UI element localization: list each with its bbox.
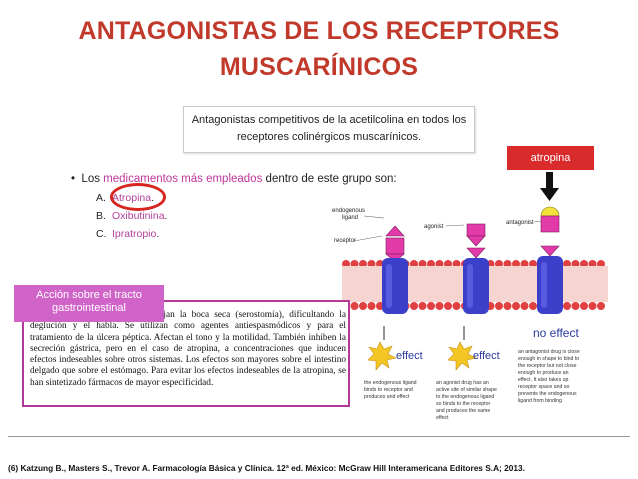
- svg-text:produces and effect: produces and effect: [364, 394, 410, 400]
- lipid-head: [520, 302, 529, 310]
- lipid-head: [529, 302, 537, 310]
- svg-text:so binds to the receptor: so binds to the receptor: [436, 401, 490, 407]
- definition-box: Antagonistas competitivos de la acetilco…: [183, 106, 475, 153]
- caption-1: the endogenous ligand binds to receptor …: [364, 380, 417, 400]
- endogenous-ligand-icon: [385, 225, 405, 237]
- lipid-head: [503, 302, 512, 310]
- atropina-label: atropina: [507, 146, 594, 170]
- page-title-line2: MUSCARÍNICOS: [219, 53, 419, 81]
- no-effect-label: no effect: [533, 326, 579, 340]
- atropina-highlight-circle: [110, 183, 166, 211]
- svg-text:an antagonist drug is close: an antagonist drug is close: [518, 349, 580, 355]
- effect-label-2: effect: [473, 350, 500, 362]
- effect-burst-1: [367, 326, 397, 371]
- lipid-head: [512, 302, 520, 310]
- down-arrow-icon: [540, 172, 559, 201]
- svg-text:binds to receptor and: binds to receptor and: [364, 387, 413, 393]
- svg-text:enough to produce an: enough to produce an: [518, 370, 569, 376]
- lipid-head: [571, 302, 580, 310]
- lipid-head: [495, 302, 503, 310]
- drug-item-oxibutinina: B.Oxibutinina.: [96, 210, 168, 222]
- svg-text:receptor space and so: receptor space and so: [518, 384, 569, 390]
- lipid-head: [427, 302, 435, 310]
- svg-text:the receptor but not close: the receptor but not close: [518, 363, 577, 369]
- svg-text:the endogenous ligand: the endogenous ligand: [364, 380, 417, 386]
- agonist-icon: [466, 223, 486, 237]
- receptor-3: [537, 206, 563, 314]
- definition-line1: Antagonistas competitivos de la acetilco…: [191, 114, 467, 126]
- lipid-head: [418, 302, 427, 310]
- antagonist-icon: [540, 215, 560, 233]
- bullet-line: • Los medicamentos más empleados dentro …: [71, 173, 397, 185]
- drug-item-ipratropio: C.Ipratropio.: [96, 228, 160, 240]
- receptor-2: [463, 223, 489, 314]
- svg-text:active site of similar shape: active site of similar shape: [436, 387, 497, 393]
- lipid-head: [452, 302, 461, 310]
- antagonist-label: antagonist: [506, 220, 534, 226]
- svg-text:ligand from binding: ligand from binding: [518, 398, 562, 404]
- bullet-highlight: medicamentos más empleados: [103, 173, 263, 185]
- receptor-label: receptor: [334, 238, 356, 244]
- lipid-head: [350, 302, 359, 310]
- svg-text:effect: effect: [436, 415, 449, 421]
- endogenous-ligand-label: endogenous: [332, 208, 365, 214]
- lipid-head: [359, 302, 367, 310]
- svg-text:to the endogenous ligand: to the endogenous ligand: [436, 394, 494, 400]
- receptor-1: [382, 225, 408, 314]
- definition-line2: receptores colinérgicos muscarínicos.: [236, 131, 422, 143]
- page-title-line1: ANTAGONISTAS DE LOS RECEPTORES: [78, 17, 560, 45]
- lipid-head: [588, 302, 597, 310]
- svg-text:ligand: ligand: [342, 215, 358, 221]
- caption-2: an agonist drug has an active site of si…: [436, 380, 497, 421]
- lipid-head: [410, 302, 418, 310]
- effect-label-1: effect: [396, 350, 423, 362]
- lipid-head: [563, 302, 571, 310]
- atropina-molecule-icon: [540, 206, 560, 217]
- caption-3: an antagonist drug is close enough in sh…: [518, 349, 580, 404]
- svg-text:an agonist drug has an: an agonist drug has an: [436, 380, 489, 386]
- svg-text:prevents the endogenous: prevents the endogenous: [518, 391, 577, 397]
- bullet-dot: •: [71, 173, 82, 185]
- gastrointestinal-paragraph: Inhiben la secreción salival y dejan la …: [30, 310, 346, 388]
- receptor-diagram: endogenous ligand receptor agonist antag…: [332, 206, 608, 421]
- accion-gastrointestinal-label: Acción sobre el tracto gastrointestinal: [14, 285, 164, 322]
- svg-text:effect. It also takes up: effect. It also takes up: [518, 377, 568, 383]
- lipid-head: [444, 302, 452, 310]
- effect-burst-2: [447, 326, 477, 371]
- svg-text:and produces the same: and produces the same: [436, 408, 490, 414]
- lipid-head: [435, 302, 444, 310]
- footer-divider: [8, 436, 630, 437]
- agonist-label: agonist: [424, 224, 444, 230]
- lipid-head: [597, 302, 605, 310]
- bullet-prefix: Los: [81, 173, 100, 185]
- svg-text:enough in shape to bind to: enough in shape to bind to: [518, 356, 579, 362]
- bullet-suffix: dentro de este grupo son:: [265, 173, 397, 185]
- lipid-head: [367, 302, 376, 310]
- lipid-head: [580, 302, 588, 310]
- footer-reference: (6) Katzung B., Masters S., Trevor A. Fa…: [8, 463, 525, 473]
